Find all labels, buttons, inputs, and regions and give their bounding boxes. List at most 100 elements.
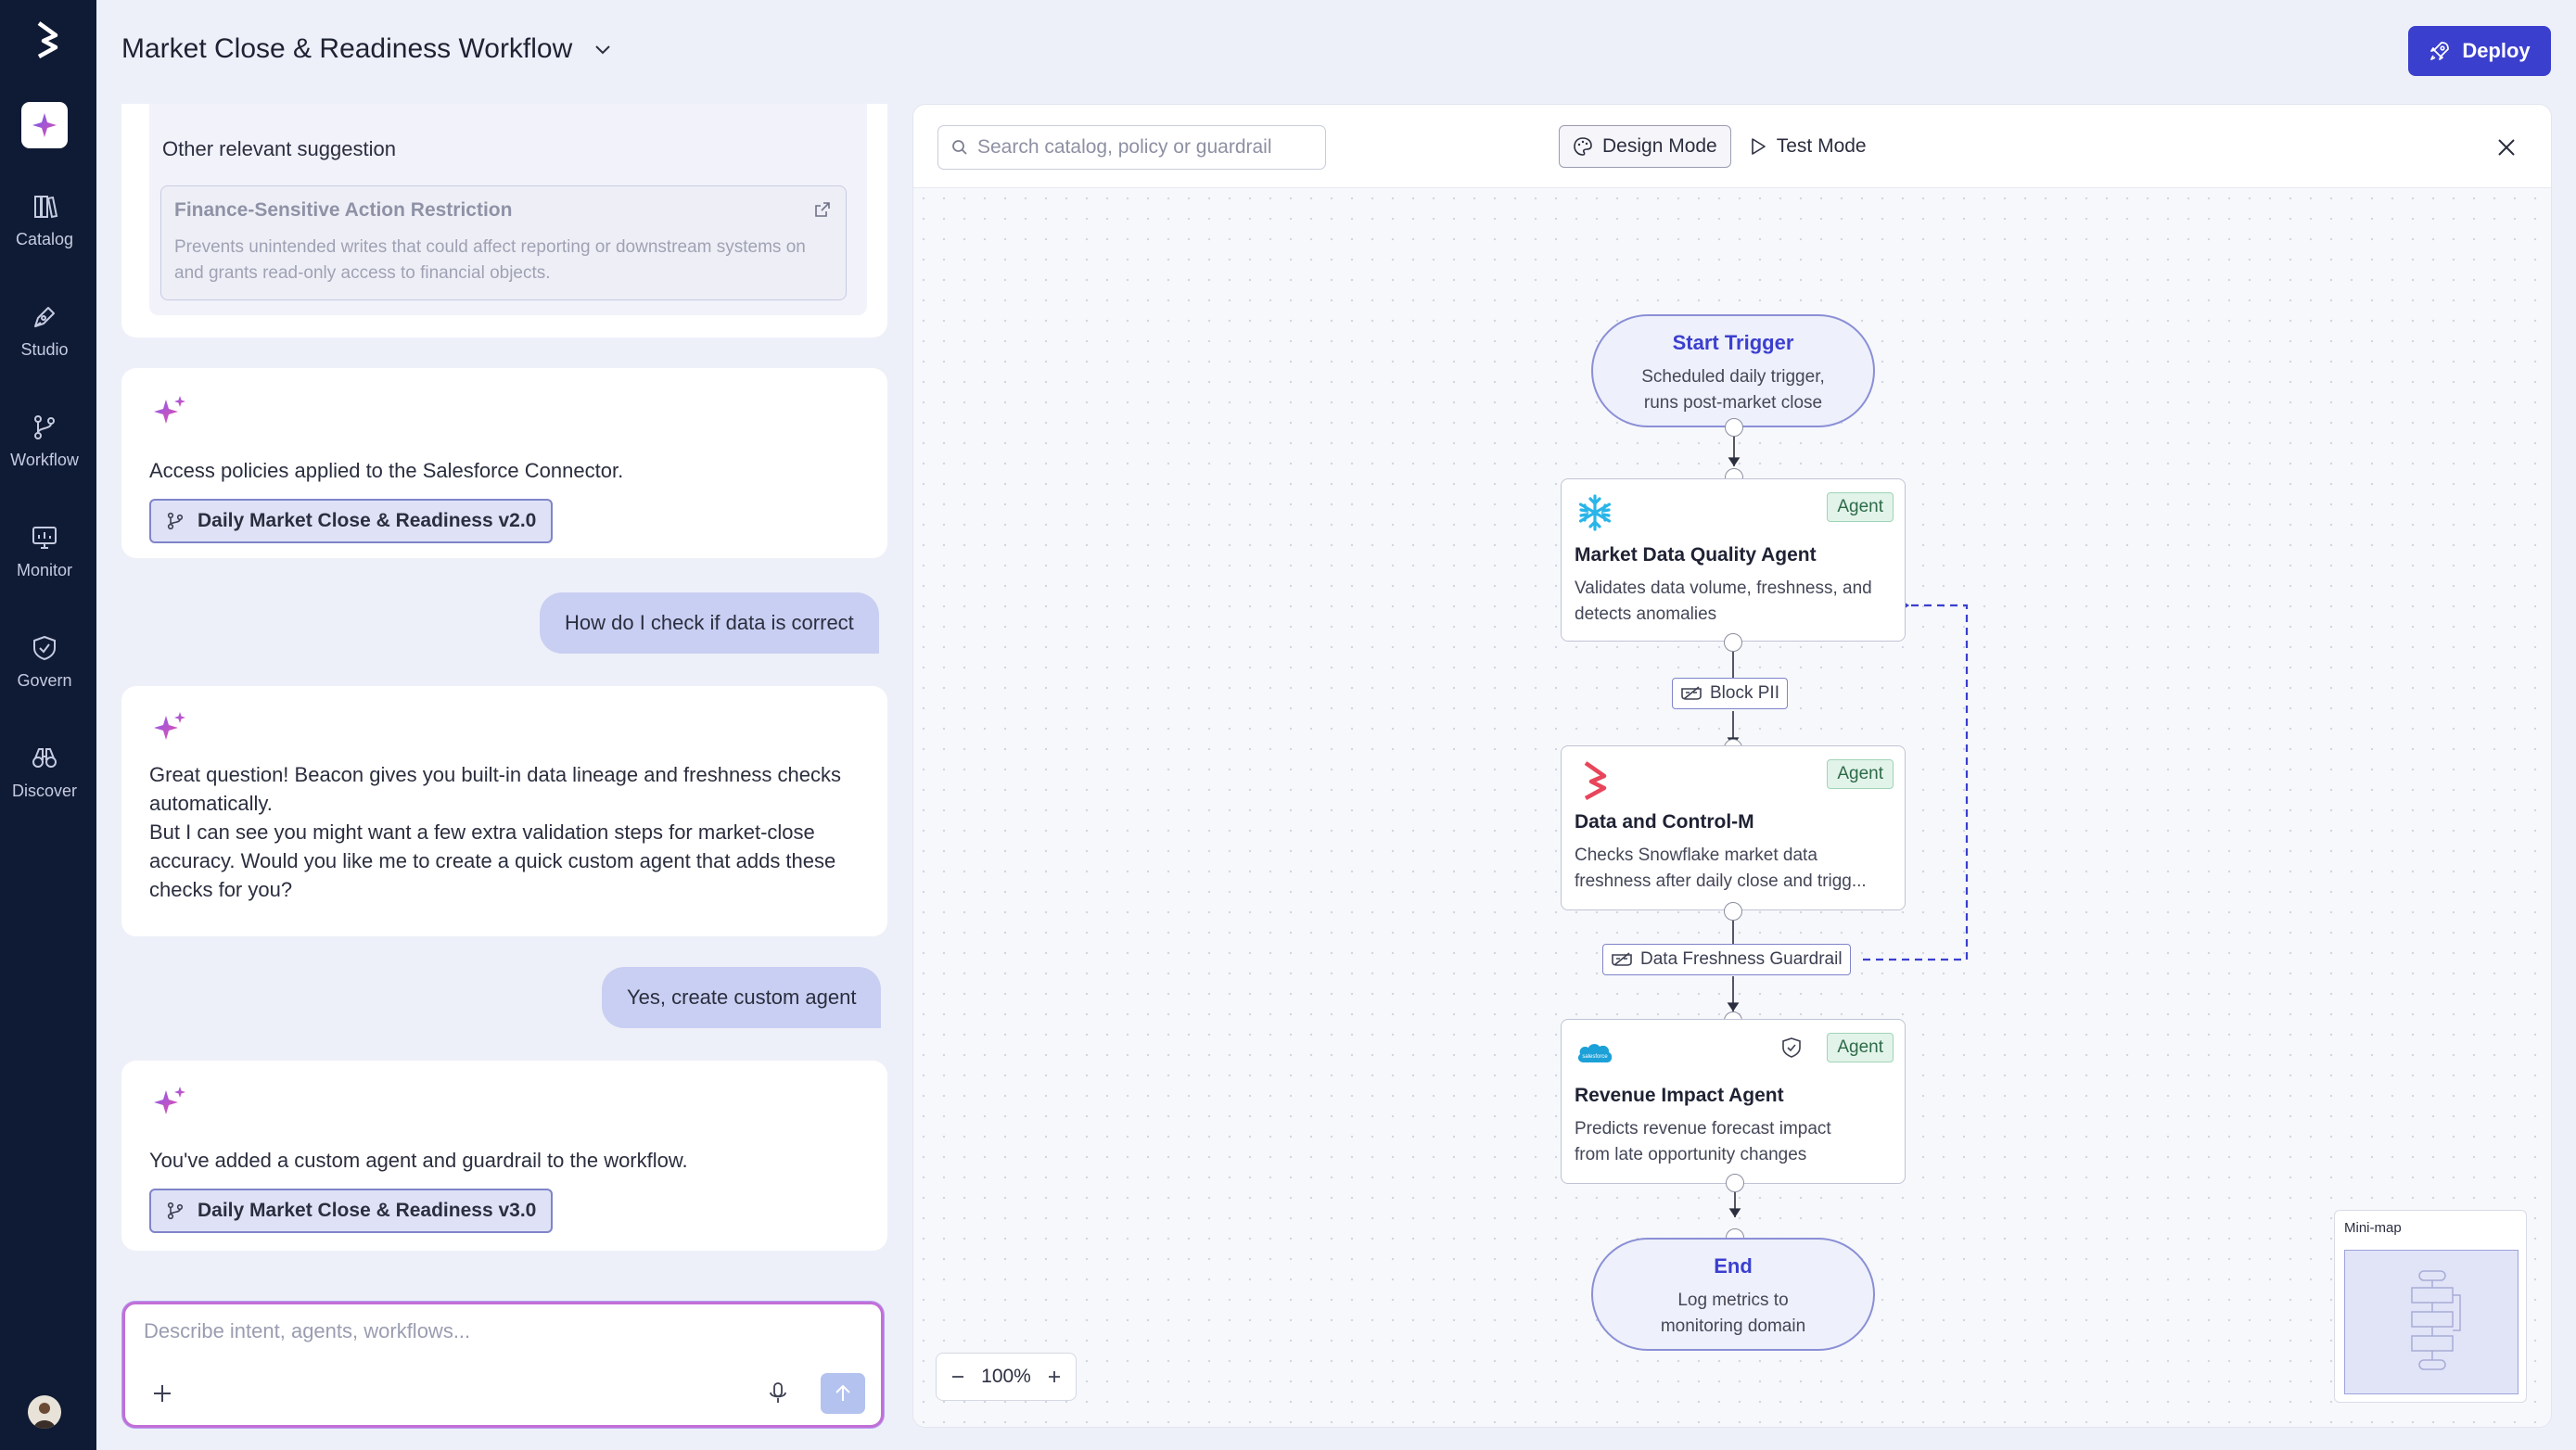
agent-badge: Agent [1827,1033,1894,1062]
minimap[interactable]: Mini-map [2334,1210,2527,1403]
arrow-up-icon [835,1384,850,1401]
revenue-impact-agent-node[interactable]: salesforce Agent Revenue Impact Agent Pr… [1561,1019,1906,1184]
desc-line: monitoring domain [1660,1316,1806,1336]
rocket-icon [2430,42,2450,60]
composer-input[interactable]: Describe intent, agents, workflows... [144,1319,471,1342]
workflow-version-label: Daily Market Close & Readiness v3.0 [198,1200,537,1221]
suggestion-description: Prevents unintended writes that could af… [174,237,806,283]
left-nav-rail: Catalog Studio Workflow Monitor Govern D… [0,0,96,1450]
plus-icon[interactable] [151,1382,173,1405]
desc-line: Scheduled daily trigger, [1641,367,1825,387]
assistant-message: You've added a custom agent and guardrai… [121,1061,887,1251]
text-line: Great question! Beacon gives you built-i… [149,763,842,786]
user-message-text: How do I check if data is correct [565,611,854,634]
node-title: Data and Control-M [1575,811,1754,833]
test-mode-label: Test Mode [1776,135,1867,157]
zoom-in-icon[interactable] [1046,1368,1063,1385]
close-icon[interactable] [2492,133,2521,162]
nav-catalog[interactable]: Catalog [0,193,89,249]
assistant-message: Access policies applied to the Salesforc… [121,368,887,558]
ai-assistant-app-button[interactable] [21,102,68,148]
workflow-version-link[interactable]: Daily Market Close & Readiness v3.0 [149,1189,554,1233]
snowflake-icon [1578,494,1612,531]
text-line: accuracy. Would you like me to create a … [149,849,836,872]
node-description: Validates data volume, freshness, and de… [1575,576,1895,628]
canvas-toolbar: Search catalog, policy or guardrail Desi… [913,105,2551,188]
pen-icon [34,307,55,327]
deploy-label: Deploy [2462,39,2531,62]
nav-discover-label: Discover [11,782,77,800]
nav-govern[interactable]: Govern [0,634,89,691]
desc-line: freshness after daily close and trigg... [1575,871,1867,891]
zoom-level: 100% [981,1366,1031,1387]
assistant-message: Great question! Beacon gives you built-i… [121,686,887,936]
deploy-button[interactable]: Deploy [2408,26,2551,76]
branch-icon [167,512,184,530]
sparkle-icon [32,113,57,137]
canvas-search-input[interactable]: Search catalog, policy or guardrail [937,125,1326,170]
minimap-label: Mini-map [2344,1220,2402,1236]
page-title[interactable]: Market Close & Readiness Workflow [121,33,613,65]
data-and-control-m-node[interactable]: Agent Data and Control-M Checks Snowflak… [1561,745,1906,910]
external-link-icon[interactable] [814,201,831,218]
nav-workflow[interactable]: Workflow [0,413,89,470]
shield-icon [1782,1037,1801,1058]
minimap-viewport[interactable] [2344,1250,2519,1394]
start-trigger-node[interactable]: Start Trigger Scheduled daily trigger, r… [1591,314,1875,427]
node-title: End [1714,1254,1753,1278]
guardrail-chip[interactable]: Data Freshness Guardrail [1602,944,1851,975]
workflow-version-link[interactable]: Daily Market Close & Readiness v2.0 [149,499,554,543]
microphone-icon[interactable] [767,1380,789,1406]
desc-line: Log metrics to [1677,1291,1789,1310]
assistant-message-text: Access policies applied to the Salesforc… [149,459,624,482]
guardrail-label: Data Freshness Guardrail [1640,949,1843,969]
user-avatar[interactable] [28,1395,61,1429]
guardrail-chip[interactable]: Block PII [1672,678,1788,709]
binoculars-icon [32,748,57,768]
user-message: How do I check if data is correct [540,592,879,654]
workflow-canvas[interactable]: Search catalog, policy or guardrail Desi… [912,104,2552,1428]
desc-line: from late opportunity changes [1575,1145,1807,1164]
output-port[interactable] [1725,418,1743,437]
book-icon [34,196,58,219]
sparkle-icon [154,712,185,740]
shield-check-icon [33,635,56,661]
nav-monitor[interactable]: Monitor [0,524,89,580]
minimap-flow-preview [2411,1270,2461,1370]
node-title: Start Trigger [1672,331,1794,354]
avatar-image [33,1403,56,1429]
agent-badge: Agent [1827,759,1894,789]
chat-composer[interactable]: Describe intent, agents, workflows... [122,1302,884,1428]
text-line: checks for you? [149,878,293,901]
text-line: But I can see you might want a few extra… [149,820,815,844]
beacon-logo-icon [1584,761,1607,800]
output-port[interactable] [1724,902,1742,921]
zoom-out-icon[interactable] [950,1368,966,1385]
test-mode-button[interactable]: Test Mode [1735,125,1881,168]
end-node[interactable]: End Log metrics to monitoring domain [1591,1238,1875,1351]
send-button[interactable] [821,1373,865,1414]
desc-line: runs post-market close [1643,393,1823,413]
chart-monitor-icon [32,527,57,549]
output-port[interactable] [1724,633,1742,652]
node-title: Revenue Impact Agent [1575,1085,1784,1106]
nav-govern-label: Govern [17,671,72,690]
design-mode-label: Design Mode [1602,135,1717,157]
market-data-quality-agent-node[interactable]: Agent Market Data Quality Agent Validate… [1561,478,1906,642]
design-mode-button[interactable]: Design Mode [1559,125,1731,168]
user-message-text: Yes, create custom agent [627,986,857,1009]
chat-panel: Other relevant suggestion Finance-Sensit… [96,104,912,1450]
output-port[interactable] [1726,1174,1744,1192]
zoom-control: 100% [936,1353,1077,1401]
nav-studio[interactable]: Studio [0,303,89,360]
nav-discover[interactable]: Discover [0,744,89,801]
suggestion-card: Other relevant suggestion Finance-Sensit… [121,104,887,337]
node-description: Log metrics to monitoring domain [1593,1288,1873,1340]
shield-off-icon [1612,952,1632,966]
beacon-logo-icon[interactable] [28,19,69,59]
guardrail-label: Block PII [1710,683,1779,703]
desc-line: Validates data volume, freshness, and [1575,579,1872,598]
chevron-down-icon[interactable] [593,39,613,59]
suggestion-item[interactable]: Finance-Sensitive Action Restriction Pre… [160,185,847,300]
node-description: Checks Snowflake market data freshness a… [1575,843,1895,895]
